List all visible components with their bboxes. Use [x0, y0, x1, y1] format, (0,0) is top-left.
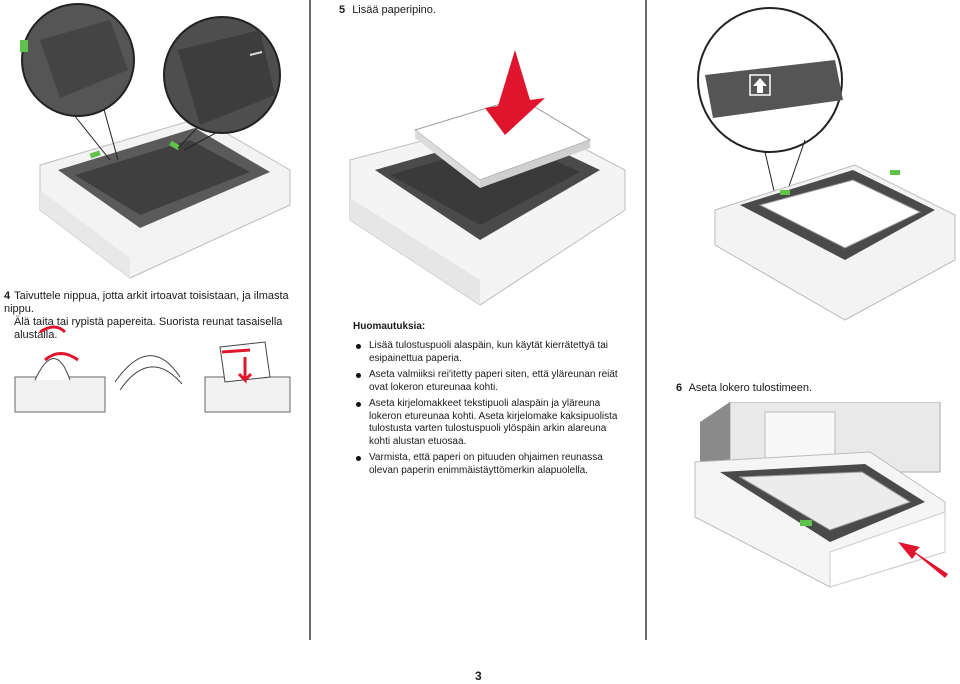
column-divider-right [645, 0, 647, 640]
list-item: Lisää tulostuspuoli alaspäin, kun käytät… [355, 340, 625, 365]
list-item: Aseta valmiiksi rei'itetty paperi siten,… [355, 369, 625, 394]
step-text-line2: Älä taita tai rypistä papereita. Suorist… [14, 316, 283, 341]
bullet-icon [356, 373, 361, 378]
load-paper-illustration [349, 50, 626, 306]
list-item: Varmista, että paperi on pituuden ohjaim… [355, 452, 625, 477]
bullet-icon [356, 344, 361, 349]
step-number: 5 [339, 4, 346, 16]
step-text-line1: Taivuttele nippua, jotta arkit irtoavat … [4, 290, 289, 315]
step-number: 6 [676, 382, 683, 394]
loaded-tray-illustration [697, 7, 956, 321]
page-number: 3 [475, 669, 482, 683]
flex-paper-illustration [14, 325, 291, 413]
list-item: Aseta kirjelomakkeet tekstipuoli alaspäi… [355, 398, 625, 448]
step-text: Lisää paperipino. [352, 4, 436, 16]
step-6-heading: 6 Aseta lokero tulostimeen. [676, 382, 812, 395]
notes-title: Huomautuksia: [353, 321, 426, 332]
bullet-icon [356, 402, 361, 407]
notes-list: Lisää tulostuspuoli alaspäin, kun käytät… [355, 340, 625, 481]
fill-line-arrow-icon [753, 78, 767, 93]
bullet-icon [356, 456, 361, 461]
column-divider-left [309, 0, 311, 640]
step-number: 4 [4, 290, 11, 302]
insert-tray-illustration [694, 402, 948, 588]
insert-arrow-icon [485, 50, 545, 135]
step-5-heading: 5 Lisää paperipino. [339, 4, 436, 17]
step-text: Aseta lokero tulostimeen. [688, 382, 813, 394]
tray-guides-illustration [20, 3, 291, 279]
push-arrow-icon [898, 542, 948, 578]
